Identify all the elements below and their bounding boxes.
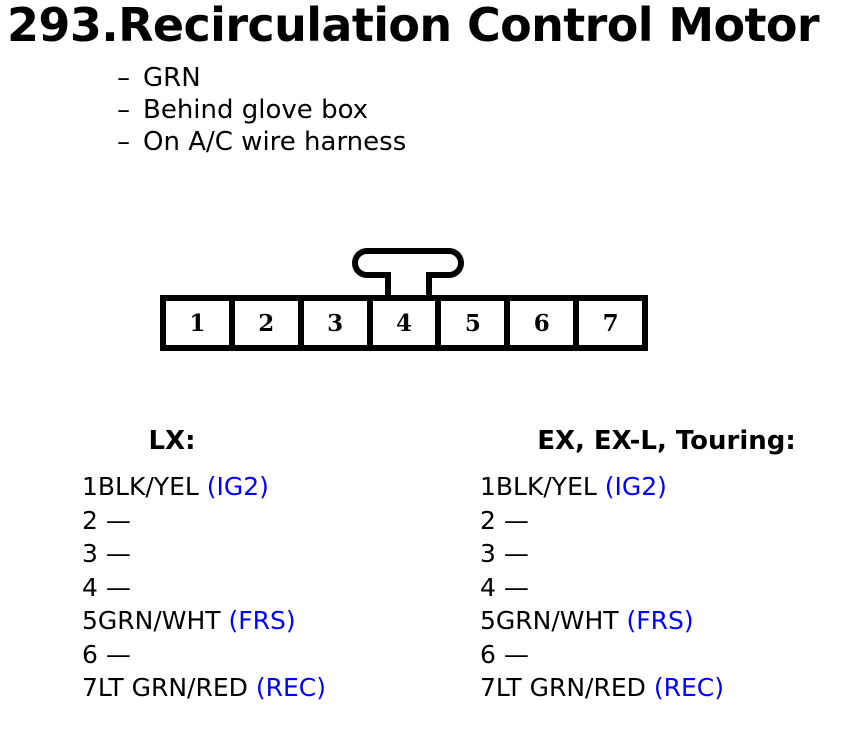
pin-number: 5 bbox=[480, 606, 496, 635]
pinout-list-lx: 1BLK/YEL (IG2) 2 — 3 — 4 — 5GRN/WHT (FRS… bbox=[82, 470, 472, 705]
pinout-row: 7LT GRN/RED (REC) bbox=[480, 671, 853, 705]
pin-wire-color: — bbox=[97, 539, 131, 568]
pinout-row: 3 — bbox=[480, 537, 853, 571]
connector-pin-1: 1 bbox=[166, 301, 229, 345]
pin-signal-name: (IG2) bbox=[206, 472, 269, 501]
pin-signal-name: (IG2) bbox=[604, 472, 667, 501]
pinout-row: 2 — bbox=[480, 504, 853, 538]
pin-number: 4 bbox=[82, 572, 98, 602]
note-item: – GRN bbox=[117, 62, 717, 94]
pinout-row: 3 — bbox=[82, 537, 472, 571]
pin-wire-color: GRN/WHT bbox=[97, 606, 221, 635]
pin-wire-color: — bbox=[495, 639, 529, 669]
pinout-row: 2 — bbox=[82, 504, 472, 538]
pinout-row: 5GRN/WHT (FRS) bbox=[480, 604, 853, 638]
pin-wire-color: — bbox=[495, 505, 529, 535]
pin-number: 5 bbox=[82, 606, 98, 635]
pinout-header-ex: EX, EX-L, Touring: bbox=[537, 426, 796, 456]
pinout-row: 1BLK/YEL (IG2) bbox=[480, 470, 853, 504]
pin-number: 6 bbox=[480, 639, 496, 669]
connector-pin-6: 6 bbox=[510, 301, 574, 345]
connector-pin-7: 7 bbox=[579, 301, 643, 345]
pin-wire-color: — bbox=[495, 539, 529, 568]
connector-latch-icon bbox=[352, 248, 464, 298]
dash-icon: – bbox=[117, 63, 130, 93]
connector-pin-4: 4 bbox=[372, 301, 436, 345]
pin-number: 7 bbox=[480, 673, 496, 702]
pin-number: 1 bbox=[82, 472, 98, 501]
pin-wire-color: — bbox=[97, 639, 131, 669]
connector-pin-2: 2 bbox=[234, 301, 298, 345]
pinout-column-lx: LX: 1BLK/YEL (IG2) 2 — 3 — 4 — 5GRN/WHT … bbox=[82, 424, 472, 705]
pin-wire-color: — bbox=[97, 572, 131, 602]
pin-signal-name: (REC) bbox=[255, 673, 326, 702]
pin-signal-name: (FRS) bbox=[228, 606, 296, 635]
note-text: Behind glove box bbox=[143, 95, 369, 125]
page-title: 293.Recirculation Control Motor bbox=[7, 0, 820, 52]
pin-number: 4 bbox=[480, 572, 496, 602]
pinout-column-ex: EX, EX-L, Touring: 1BLK/YEL (IG2) 2 — 3 … bbox=[480, 424, 853, 705]
pin-number: 1 bbox=[480, 472, 496, 501]
connector-pin-3: 3 bbox=[303, 301, 367, 345]
pinout-row: 4 — bbox=[82, 571, 472, 605]
pin-number: 3 bbox=[480, 539, 496, 568]
pin-wire-color: — bbox=[495, 572, 529, 602]
pin-wire-color: GRN/WHT bbox=[495, 606, 619, 635]
pin-wire-color: — bbox=[97, 505, 131, 535]
pin-wire-color: LT GRN/RED bbox=[495, 673, 646, 702]
note-text: On A/C wire harness bbox=[143, 127, 407, 157]
latch-neck bbox=[385, 272, 432, 298]
connector-pin-5: 5 bbox=[441, 301, 505, 345]
connector-pin-row: 1 2 3 4 5 6 7 bbox=[160, 295, 648, 351]
note-text: GRN bbox=[143, 63, 201, 93]
pin-number: 7 bbox=[82, 673, 98, 702]
pin-signal-name: (FRS) bbox=[626, 606, 694, 635]
pin-number: 6 bbox=[82, 639, 98, 669]
pinout-row: 6 — bbox=[480, 638, 853, 672]
pinout-row: 1BLK/YEL (IG2) bbox=[82, 470, 472, 504]
pin-wire-color: LT GRN/RED bbox=[97, 673, 248, 702]
pin-signal-name: (REC) bbox=[653, 673, 724, 702]
note-item: – On A/C wire harness bbox=[117, 126, 717, 158]
pinout-row: 4 — bbox=[480, 571, 853, 605]
pin-number: 3 bbox=[82, 539, 98, 568]
note-list: – GRN – Behind glove box – On A/C wire h… bbox=[117, 62, 717, 158]
pin-number: 2 bbox=[480, 505, 496, 535]
pinout-row: 5GRN/WHT (FRS) bbox=[82, 604, 472, 638]
pinout-row: 6 — bbox=[82, 638, 472, 672]
connector-diagram: 1 2 3 4 5 6 7 bbox=[160, 248, 650, 352]
note-item: – Behind glove box bbox=[117, 94, 717, 126]
pinout-row: 7LT GRN/RED (REC) bbox=[82, 671, 472, 705]
pin-wire-color: BLK/YEL bbox=[97, 472, 199, 501]
dash-icon: – bbox=[117, 127, 130, 157]
pin-wire-color: BLK/YEL bbox=[495, 472, 597, 501]
pinout-list-ex: 1BLK/YEL (IG2) 2 — 3 — 4 — 5GRN/WHT (FRS… bbox=[480, 470, 853, 705]
pinout-header-lx: LX: bbox=[148, 426, 196, 456]
dash-icon: – bbox=[117, 95, 130, 125]
pin-number: 2 bbox=[82, 505, 98, 535]
